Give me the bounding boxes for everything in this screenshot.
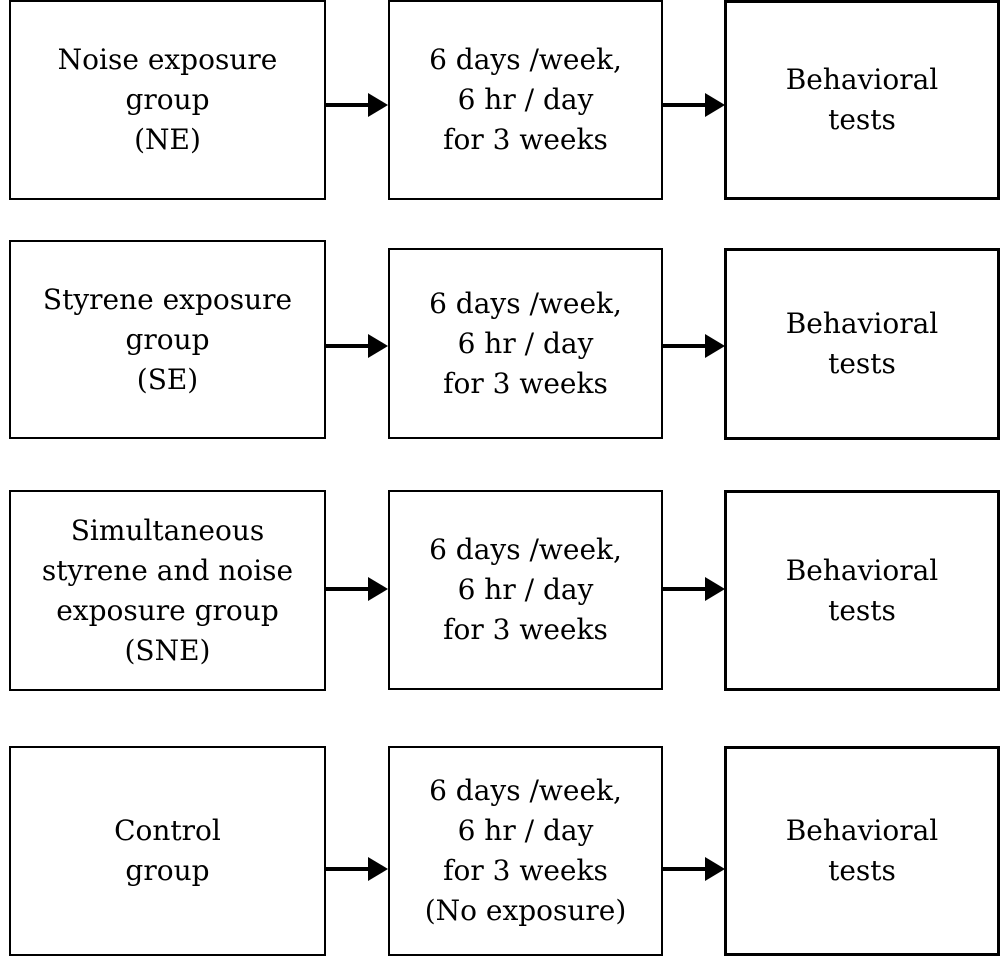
schedule-box-sne: 6 days /week, 6 hr / day for 3 weeks xyxy=(388,490,663,690)
arrow-right-icon xyxy=(326,857,388,881)
arrow-right-icon xyxy=(663,334,725,358)
arrow-right-icon xyxy=(326,577,388,601)
schedule-box-se: 6 days /week, 6 hr / day for 3 weeks xyxy=(388,248,663,439)
group-box-ne: Noise exposure group (NE) xyxy=(9,0,326,200)
outcome-box-se: Behavioral tests xyxy=(724,248,1000,440)
outcome-label-se: Behavioral tests xyxy=(785,307,939,380)
schedule-box-ne: 6 days /week, 6 hr / day for 3 weeks xyxy=(388,0,663,200)
group-box-control: Control group xyxy=(9,746,326,956)
group-box-se: Styrene exposure group (SE) xyxy=(9,240,326,439)
arrow-right-icon xyxy=(326,93,388,117)
schedule-label-se: 6 days /week, 6 hr / day for 3 weeks xyxy=(429,286,622,400)
outcome-label-ne: Behavioral tests xyxy=(785,63,939,136)
arrow-right-icon xyxy=(326,334,388,358)
group-box-sne: Simultaneous styrene and noise exposure … xyxy=(9,490,326,691)
outcome-label-control: Behavioral tests xyxy=(785,814,939,887)
arrow-right-icon xyxy=(663,857,725,881)
outcome-label-sne: Behavioral tests xyxy=(785,553,939,627)
schedule-label-control: 6 days /week, 6 hr / day for 3 weeks (No… xyxy=(424,774,627,927)
group-label-ne: Noise exposure group (NE) xyxy=(57,43,278,156)
group-label-control: Control group xyxy=(114,814,221,887)
group-label-se: Styrene exposure group (SE) xyxy=(42,282,293,396)
outcome-box-sne: Behavioral tests xyxy=(724,490,1000,691)
group-label-sne: Simultaneous styrene and noise exposure … xyxy=(41,513,294,667)
schedule-box-control: 6 days /week, 6 hr / day for 3 weeks (No… xyxy=(388,746,663,956)
outcome-box-control: Behavioral tests xyxy=(724,746,1000,956)
arrow-right-icon xyxy=(663,577,725,601)
outcome-box-ne: Behavioral tests xyxy=(724,0,1000,200)
schedule-label-ne: 6 days /week, 6 hr / day for 3 weeks xyxy=(429,43,622,156)
arrow-right-icon xyxy=(663,93,725,117)
schedule-label-sne: 6 days /week, 6 hr / day for 3 weeks xyxy=(429,533,622,646)
